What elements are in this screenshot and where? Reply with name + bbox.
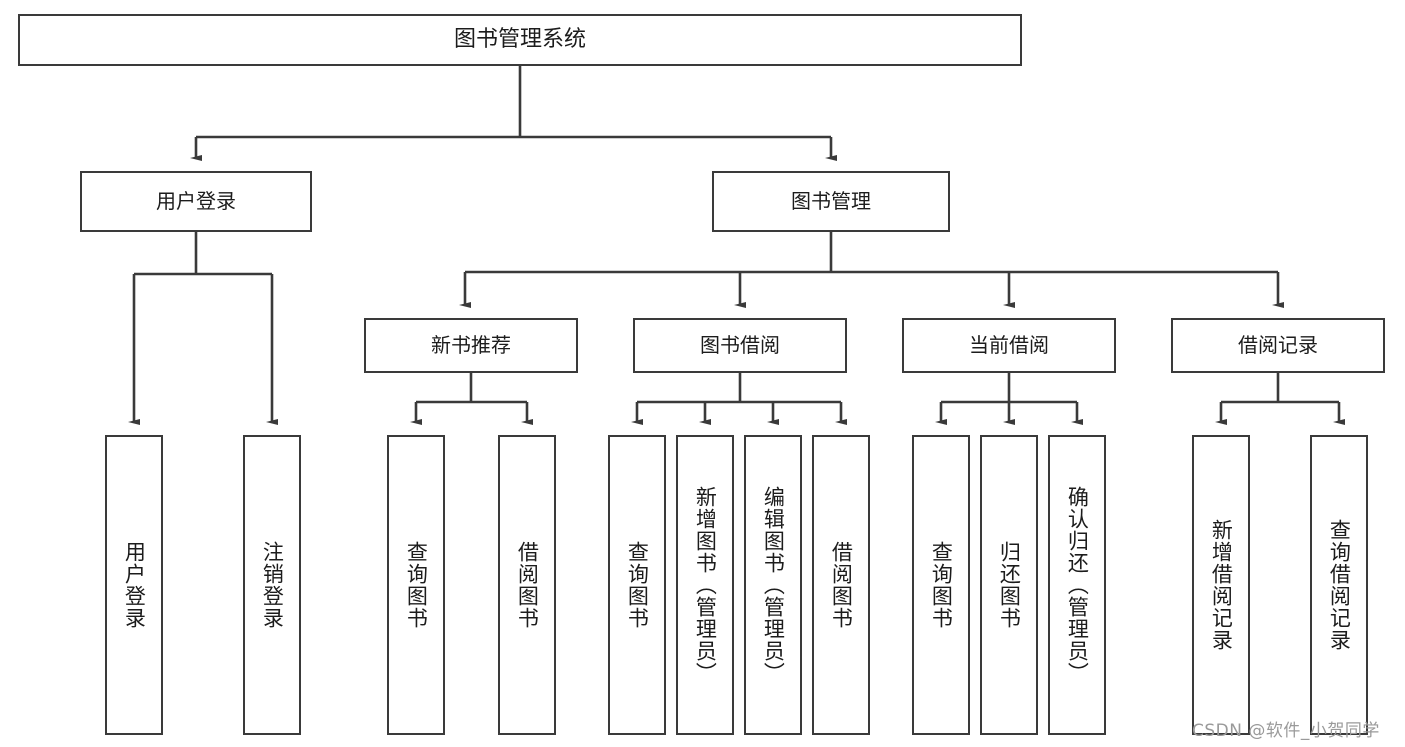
leaf-add-record-label: 新增借阅记录 — [1209, 519, 1234, 651]
node-root[interactable]: 图书管理系统 — [18, 14, 1022, 66]
leaf-confirm-return-label: 确认归还（管理员） — [1065, 486, 1090, 684]
node-root-label: 图书管理系统 — [453, 27, 586, 53]
watermark: CSDN @软件_小贺同学 — [1192, 716, 1380, 741]
leaf-query-book-1-label: 查询图书 — [404, 541, 429, 629]
leaf-add-record[interactable]: 新增借阅记录 — [1192, 435, 1250, 735]
node-borrow-record-label: 借阅记录 — [1238, 332, 1318, 357]
node-user-login-label: 用户登录 — [156, 188, 236, 213]
leaf-user-logout[interactable]: 注销登录 — [243, 435, 301, 735]
node-book-manage[interactable]: 图书管理 — [712, 171, 950, 232]
leaf-query-book-2[interactable]: 查询图书 — [608, 435, 666, 735]
leaf-confirm-return[interactable]: 确认归还（管理员） — [1048, 435, 1106, 735]
leaf-query-book-3-label: 查询图书 — [929, 541, 954, 629]
node-new-book-rec[interactable]: 新书推荐 — [364, 318, 578, 373]
watermark-text: CSDN @软件_小贺同学 — [1192, 721, 1380, 741]
leaf-return-book-label: 归还图书 — [997, 541, 1022, 629]
leaf-user-login[interactable]: 用户登录 — [105, 435, 163, 735]
node-book-borrow[interactable]: 图书借阅 — [633, 318, 847, 373]
leaf-add-book-label: 新增图书（管理员） — [693, 486, 718, 684]
leaf-query-book-2-label: 查询图书 — [625, 541, 650, 629]
leaf-query-book-3[interactable]: 查询图书 — [912, 435, 970, 735]
node-book-manage-label: 图书管理 — [791, 188, 871, 213]
node-borrow-record[interactable]: 借阅记录 — [1171, 318, 1385, 373]
node-current-borrow[interactable]: 当前借阅 — [902, 318, 1116, 373]
leaf-add-book[interactable]: 新增图书（管理员） — [676, 435, 734, 735]
leaf-query-book-1[interactable]: 查询图书 — [387, 435, 445, 735]
leaf-borrow-book-2[interactable]: 借阅图书 — [812, 435, 870, 735]
leaf-edit-book-label: 编辑图书（管理员） — [761, 486, 786, 684]
leaf-return-book[interactable]: 归还图书 — [980, 435, 1038, 735]
node-new-book-rec-label: 新书推荐 — [431, 332, 511, 357]
node-book-borrow-label: 图书借阅 — [700, 332, 780, 357]
leaf-borrow-book-1[interactable]: 借阅图书 — [498, 435, 556, 735]
node-current-borrow-label: 当前借阅 — [969, 332, 1049, 357]
leaf-borrow-book-2-label: 借阅图书 — [829, 541, 854, 629]
leaf-edit-book[interactable]: 编辑图书（管理员） — [744, 435, 802, 735]
node-user-login[interactable]: 用户登录 — [80, 171, 312, 232]
leaf-borrow-book-1-label: 借阅图书 — [515, 541, 540, 629]
leaf-query-record[interactable]: 查询借阅记录 — [1310, 435, 1368, 735]
leaf-user-login-label: 用户登录 — [122, 541, 147, 629]
leaf-user-logout-label: 注销登录 — [260, 541, 285, 629]
leaf-query-record-label: 查询借阅记录 — [1327, 519, 1352, 651]
